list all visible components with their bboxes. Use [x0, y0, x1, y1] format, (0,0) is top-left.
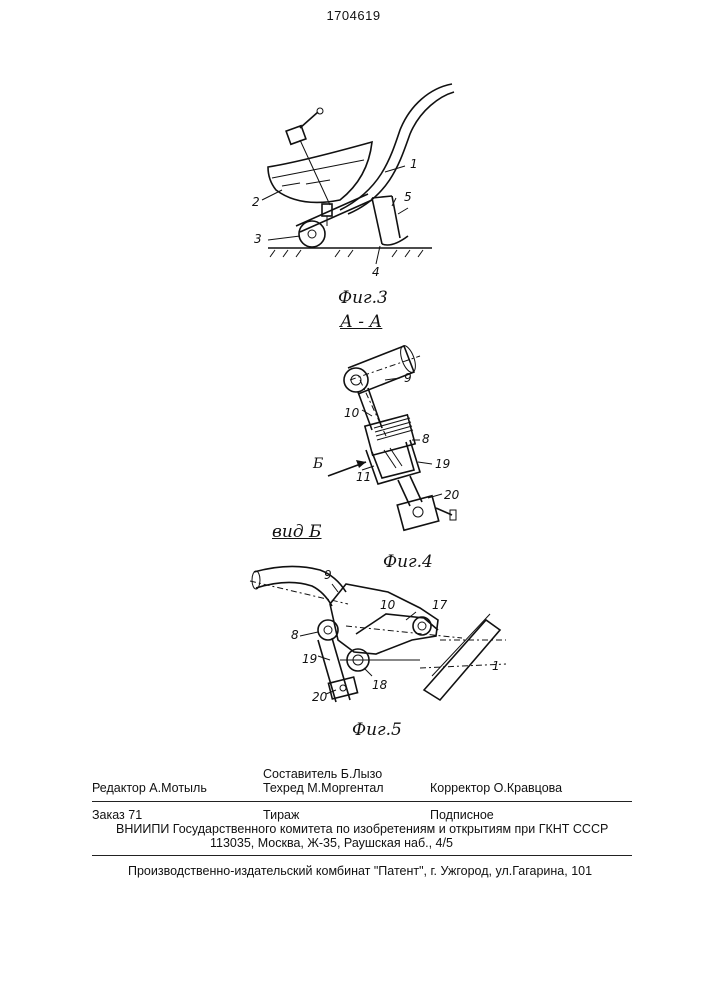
fig3-label-2: 2	[252, 195, 260, 209]
colophon-divider-top	[92, 801, 632, 802]
colophon-order: Заказ 71	[92, 808, 142, 822]
fig4-label-8: 8	[422, 432, 430, 446]
fig4-label-11: 11	[356, 470, 371, 484]
fig3-label-1: 1	[410, 157, 418, 171]
fig4-label-20: 20	[444, 488, 459, 502]
fig4-arrow-label: Б	[313, 456, 323, 472]
fig5-label-10: 10	[380, 598, 395, 612]
view-b-caption: вид Б	[272, 522, 322, 542]
colophon-circulation: Тираж	[263, 808, 299, 822]
colophon-address: 113035, Москва, Ж-35, Раушская наб., 4/5	[210, 836, 453, 850]
colophon-publisher: Производственно-издательский комбинат "П…	[128, 864, 592, 878]
colophon-editor: Редактор А.Мотыль	[92, 781, 207, 795]
colophon-compiler: Составитель Б.Лызо	[263, 767, 382, 781]
fig3-caption: Фиг.3	[338, 288, 388, 308]
colophon-divider-bottom	[92, 855, 632, 856]
fig5-label-20: 20	[312, 690, 327, 704]
colophon-subscription: Подписное	[430, 808, 494, 822]
figure-3-drawing	[262, 84, 454, 264]
fig4-label-10: 10	[344, 406, 359, 420]
colophon-corrector: Корректор О.Кравцова	[430, 781, 562, 795]
fig3-label-3: 3	[254, 232, 262, 246]
fig5-label-1: 1	[492, 659, 500, 673]
fig4-caption: Фиг.4	[383, 552, 433, 572]
section-aa-caption: А - А	[340, 312, 382, 332]
fig5-label-9: 9	[324, 568, 332, 582]
fig4-label-19: 19	[435, 457, 450, 471]
fig5-label-18: 18	[372, 678, 387, 692]
fig3-label-5: 5	[404, 190, 412, 204]
fig5-caption: Фиг.5	[352, 720, 402, 740]
fig5-label-17: 17	[432, 598, 447, 612]
figure-4-drawing	[328, 344, 456, 530]
colophon-org: ВНИИПИ Государственного комитета по изоб…	[116, 822, 608, 836]
colophon-techred: Техред М.Моргентал	[263, 781, 384, 795]
fig4-label-9: 9	[404, 371, 412, 385]
fig3-label-4: 4	[372, 265, 380, 279]
fig5-label-8: 8	[291, 628, 299, 642]
fig5-label-19: 19	[302, 652, 317, 666]
